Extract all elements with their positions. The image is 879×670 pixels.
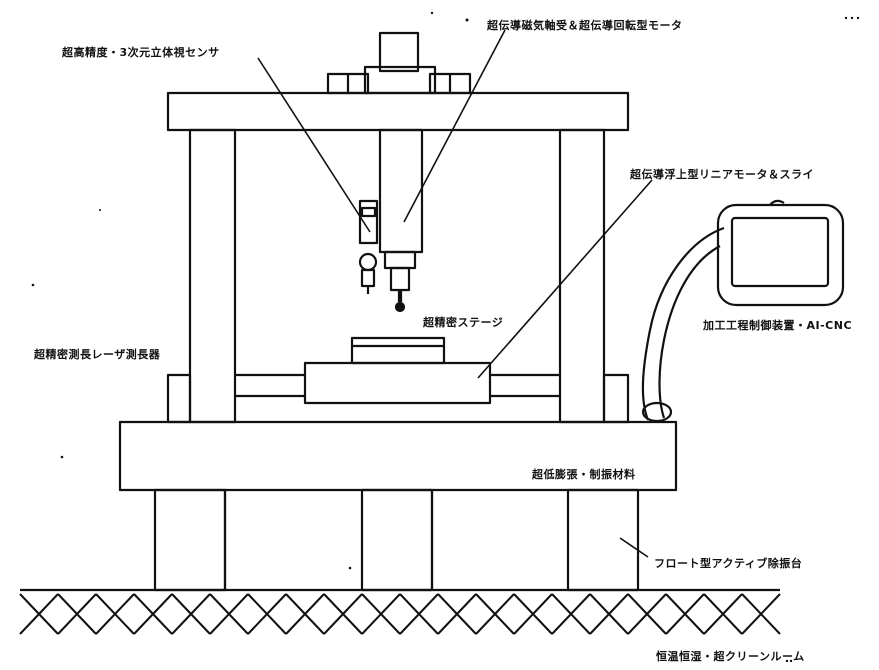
scan-specks (31, 11, 860, 663)
control-unit-screen (730, 216, 830, 288)
hatch-stroke (665, 593, 705, 635)
leader-isolator (619, 537, 649, 558)
precision-stage (303, 361, 492, 405)
hatch-stroke (57, 593, 97, 635)
cable-connector (641, 401, 673, 423)
label-sensor: 超高精度・3次元立体視センサ (62, 46, 220, 59)
label-material: 超低膨張・制振材料 (532, 468, 636, 481)
hatch-stroke (247, 593, 287, 635)
top-crossbeam (166, 91, 630, 132)
sensor-tip (360, 268, 376, 288)
label-spindle: 超伝導磁気軸受＆超伝導回転型モータ (487, 19, 683, 32)
hatch-stroke (399, 593, 439, 635)
leader-sensor (257, 57, 371, 233)
guide-rail-left (166, 373, 192, 424)
hatch-stroke (361, 593, 401, 635)
label-control: 加工工程制御装置・AI-CNC (703, 319, 853, 332)
spindle-nose (383, 250, 417, 270)
stage-workpiece (350, 336, 446, 365)
spindle-body (378, 128, 424, 254)
label-laser: 超精密測長レーザ測長器 (34, 348, 161, 361)
hatch-stroke (551, 593, 591, 635)
sensor-body (358, 199, 379, 245)
leader-spindle (403, 29, 506, 223)
hatch-stroke (475, 593, 515, 635)
hatch-stroke (627, 593, 667, 635)
leader-linear-motor (477, 179, 653, 379)
label-linear-motor: 超伝導浮上型リニアモータ＆スライ (630, 168, 814, 181)
guide-rail-right (602, 373, 630, 424)
spindle-chuck (389, 266, 411, 292)
left-column (188, 128, 237, 424)
hatch-stroke (741, 593, 781, 635)
control-cable (641, 226, 725, 421)
spindle-flange (363, 65, 437, 95)
hatch-stroke (703, 593, 743, 635)
hatch-stroke (171, 593, 211, 635)
isolator-leg-1 (153, 488, 227, 592)
hatch-stroke (513, 593, 553, 635)
hatch-stroke (133, 593, 173, 635)
isolator-leg-3 (566, 488, 640, 592)
hatch-stroke (285, 593, 325, 635)
label-isolator: フロート型アクティブ除振台 (654, 557, 803, 570)
ground-hatch (19, 593, 781, 635)
hatch-stroke (589, 593, 629, 635)
spindle-cap (378, 31, 420, 73)
hatch-stroke (323, 593, 363, 635)
label-stage: 超精密ステージ (423, 316, 504, 329)
hatch-stroke (95, 593, 135, 635)
hatch-stroke (437, 593, 477, 635)
leader-lines (257, 29, 653, 558)
hatch-stroke (19, 593, 59, 635)
control-unit-frame (716, 203, 845, 307)
label-environment: 恒温恒湿・超クリーンルーム (656, 650, 805, 663)
hatch-stroke (209, 593, 249, 635)
isolator-leg-2 (360, 488, 434, 592)
